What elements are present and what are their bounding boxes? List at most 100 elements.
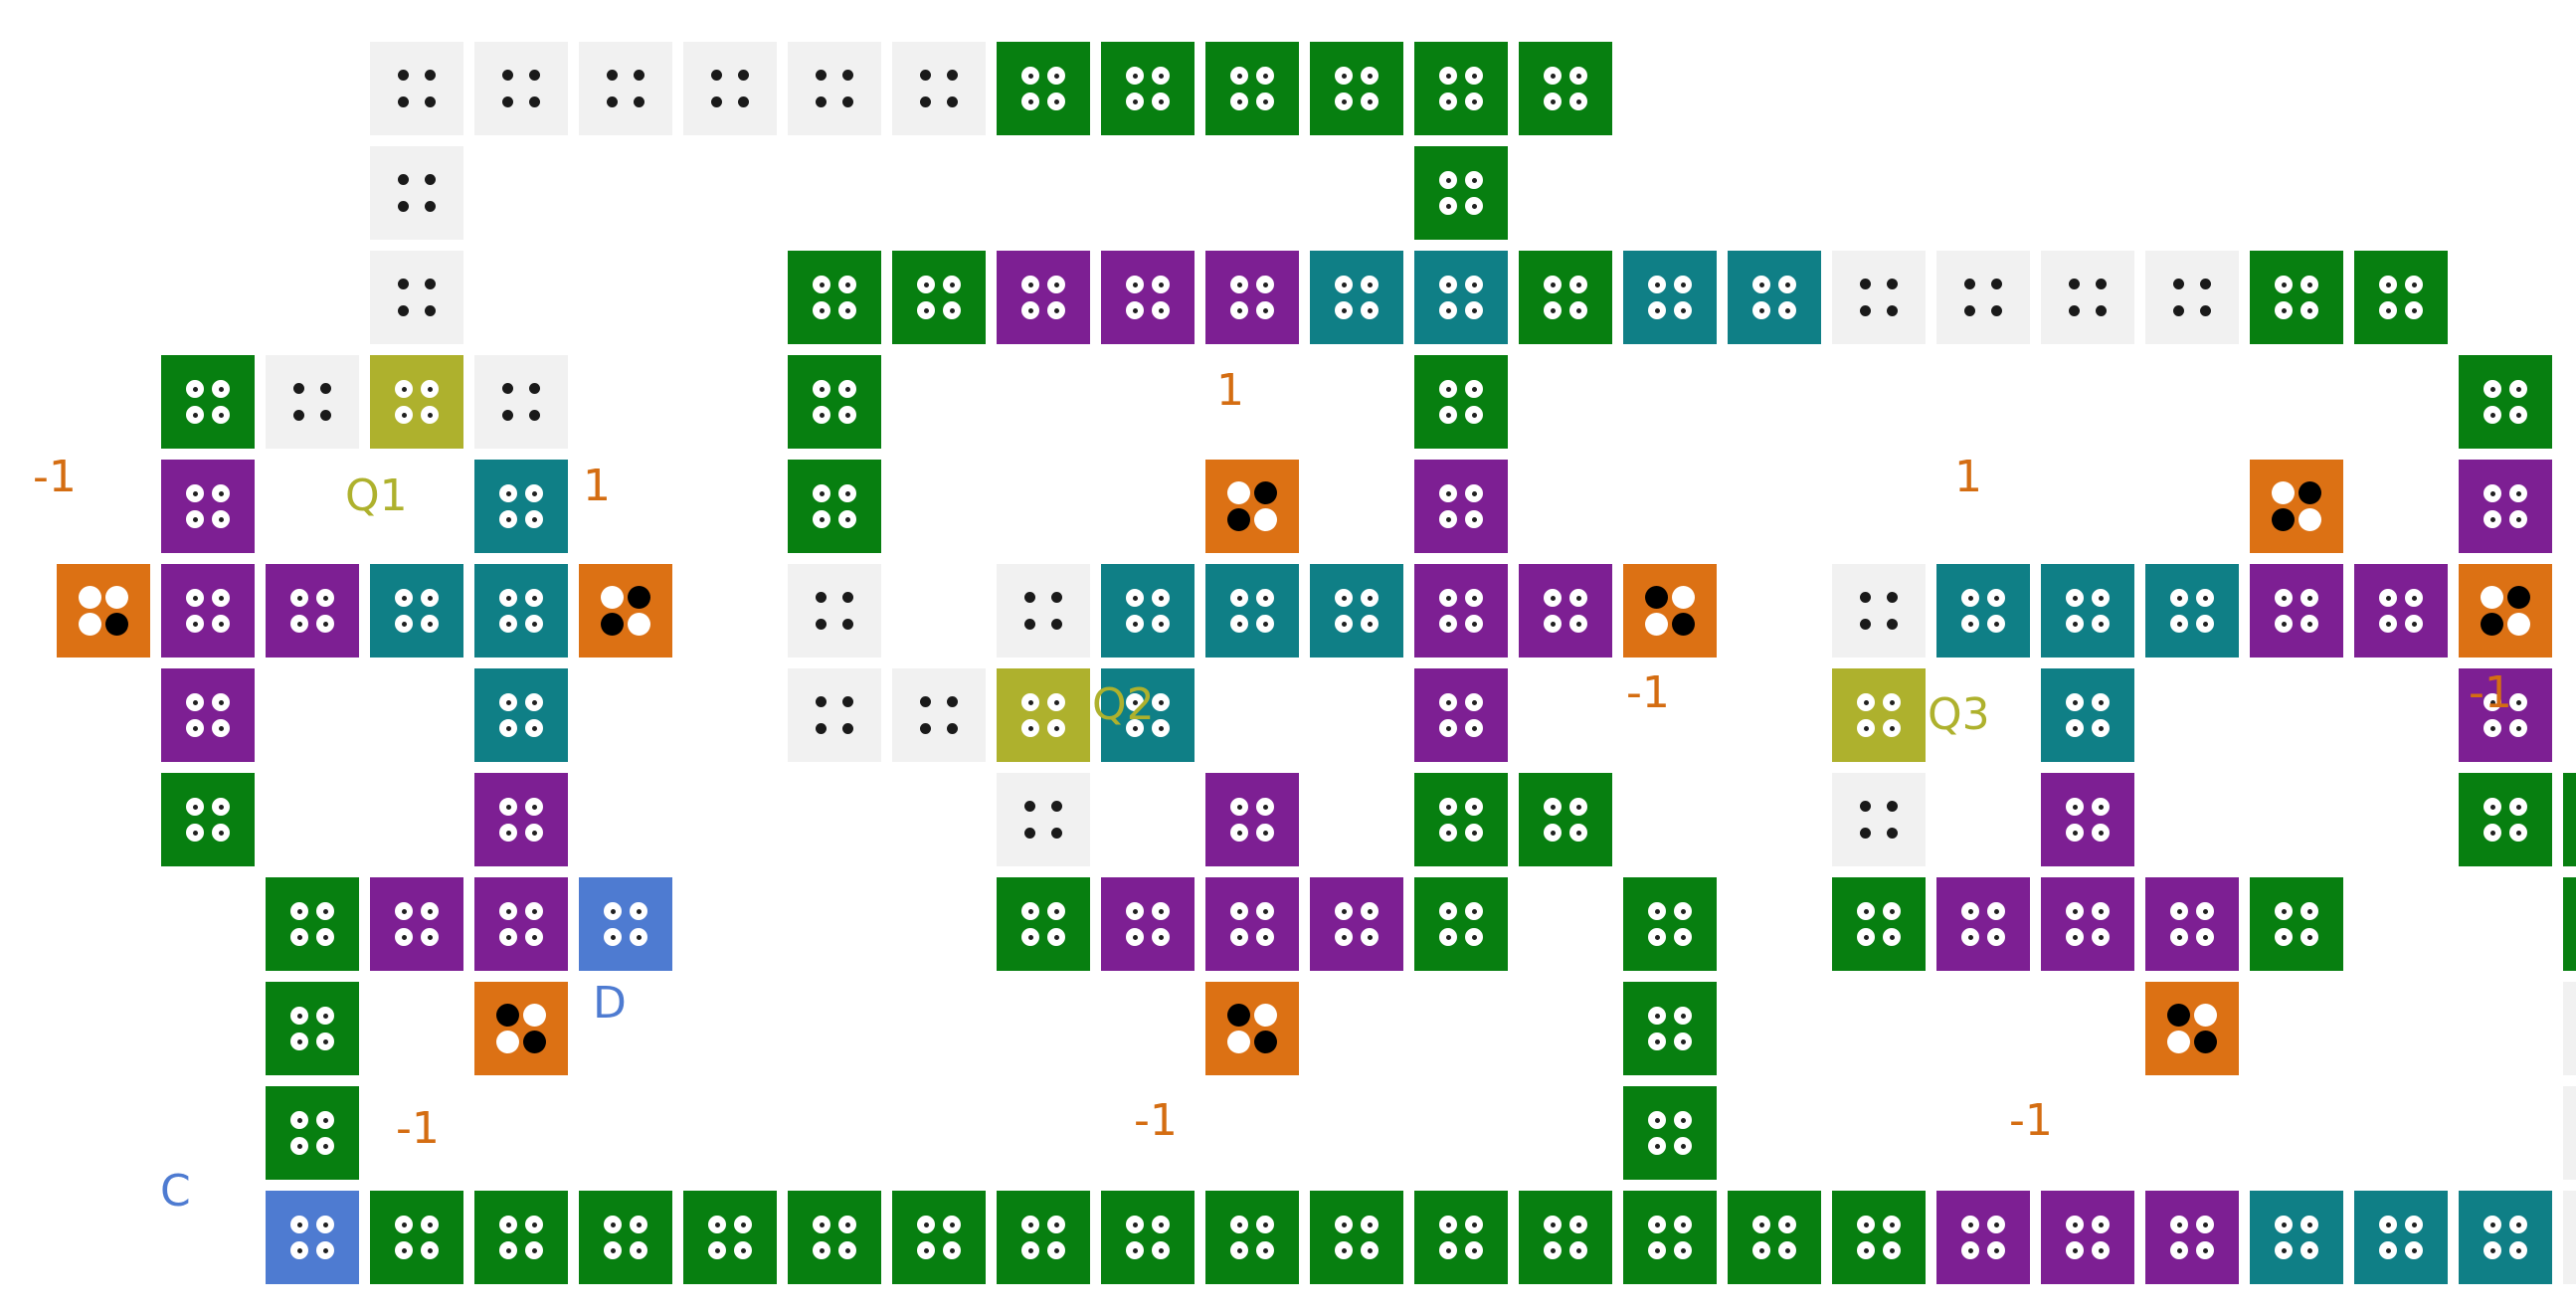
pin-hole — [529, 383, 540, 394]
pin-hole — [1648, 902, 1666, 920]
pin-hole — [1152, 93, 1170, 110]
pin-hole — [2092, 928, 2110, 946]
green-tile — [266, 1086, 359, 1180]
gray-tile — [474, 355, 568, 449]
gray-tile — [2563, 982, 2576, 1075]
pin-hole — [186, 719, 204, 737]
pin-hole — [1126, 693, 1144, 711]
teal-tile — [1310, 251, 1403, 344]
teal-tile — [1623, 251, 1717, 344]
pin-hole — [496, 1004, 519, 1027]
pin-hole — [1024, 801, 1035, 812]
pin-hole — [1230, 301, 1248, 319]
pin-hole — [1152, 719, 1170, 737]
label-minus-one: -1 — [1626, 667, 1670, 718]
pin-hole — [2300, 928, 2318, 946]
pin-hole — [2066, 902, 2084, 920]
pin-hole — [499, 484, 517, 502]
pin-hole — [1439, 798, 1457, 816]
pin-hole — [1465, 171, 1483, 189]
pin-hole — [290, 1007, 308, 1025]
pin-hole — [1645, 586, 1668, 609]
pin-hole — [523, 1004, 546, 1027]
pin-hole — [316, 1216, 334, 1233]
pin-hole — [186, 824, 204, 842]
pin-hole — [1439, 510, 1457, 528]
pin-hole — [634, 70, 644, 81]
pin-hole — [1991, 305, 2002, 316]
gray-tile — [2145, 251, 2239, 344]
gray-tile — [2041, 251, 2134, 344]
pin-hole — [734, 1241, 752, 1259]
pin-hole — [1569, 93, 1587, 110]
green-tile — [788, 1191, 881, 1284]
pin-hole — [1569, 798, 1587, 816]
pin-hole — [1439, 589, 1457, 607]
pin-hole — [738, 96, 749, 107]
gray-tile — [266, 355, 359, 449]
pin-hole — [1674, 1033, 1692, 1050]
pin-hole — [2484, 1216, 2501, 1233]
pin-hole — [2069, 305, 2080, 316]
pin-hole — [1569, 824, 1587, 842]
pin-hole — [1254, 1031, 1277, 1053]
pin-hole — [421, 615, 439, 633]
pin-hole — [604, 928, 622, 946]
orange-tile — [1205, 460, 1299, 553]
pin-hole — [2167, 1031, 2190, 1053]
pin-hole — [395, 902, 413, 920]
pin-hole — [2173, 279, 2184, 289]
pin-hole — [2379, 615, 2397, 633]
pin-hole — [1230, 276, 1248, 293]
pin-hole — [2509, 1216, 2527, 1233]
teal-tile — [1101, 564, 1195, 658]
pin-hole — [1361, 276, 1379, 293]
pin-hole — [1674, 1007, 1692, 1025]
pin-hole — [1648, 1216, 1666, 1233]
pin-hole — [212, 484, 230, 502]
green-tile — [1519, 1191, 1612, 1284]
pin-hole — [1254, 1004, 1277, 1027]
pin-hole — [2066, 693, 2084, 711]
pin-hole — [604, 1216, 622, 1233]
green-tile — [1519, 42, 1612, 135]
green-tile — [1623, 877, 1717, 971]
teal-tile — [1936, 564, 2030, 658]
pin-hole — [1465, 798, 1483, 816]
pin-hole — [838, 1241, 856, 1259]
pin-hole — [2379, 589, 2397, 607]
pin-hole — [947, 696, 958, 707]
green-tile — [788, 460, 881, 553]
pin-hole — [1778, 1216, 1796, 1233]
pin-hole — [1335, 301, 1353, 319]
pin-hole — [630, 1216, 647, 1233]
green-tile — [1414, 355, 1508, 449]
pin-hole — [1674, 902, 1692, 920]
purple-tile — [1936, 1191, 2030, 1284]
pin-hole — [2066, 719, 2084, 737]
pin-hole — [1152, 693, 1170, 711]
green-tile — [1205, 1191, 1299, 1284]
pin-hole — [1021, 928, 1039, 946]
pin-hole — [813, 1216, 830, 1233]
pin-hole — [813, 380, 830, 398]
green-tile — [1414, 146, 1508, 240]
pin-hole — [1126, 1241, 1144, 1259]
pin-hole — [2170, 1241, 2188, 1259]
purple-tile — [997, 251, 1090, 344]
pin-hole — [1230, 67, 1248, 85]
teal-tile — [2459, 1191, 2552, 1284]
pin-hole — [1152, 902, 1170, 920]
pin-hole — [1987, 615, 2005, 633]
pin-hole — [2509, 824, 2527, 842]
pin-hole — [1569, 276, 1587, 293]
green-tile — [2459, 355, 2552, 449]
gray-tile — [892, 668, 986, 762]
pin-hole — [1230, 824, 1248, 842]
pin-hole — [1569, 67, 1587, 85]
pin-hole — [917, 276, 935, 293]
pin-hole — [79, 613, 101, 636]
pin-hole — [1439, 171, 1457, 189]
pin-hole — [502, 410, 513, 421]
pin-hole — [2170, 1216, 2188, 1233]
